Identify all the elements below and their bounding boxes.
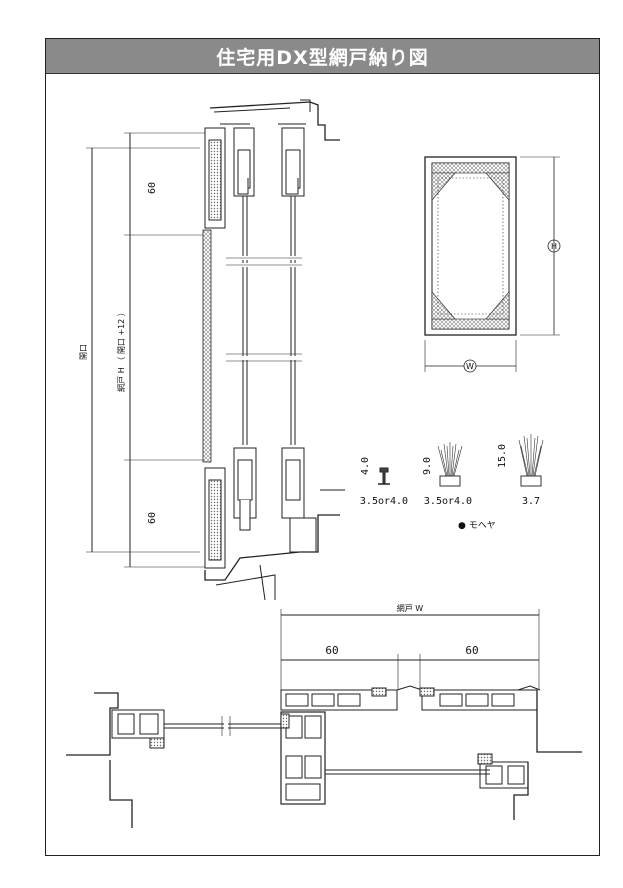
left-dimension: 60 [325, 644, 338, 657]
drawing-title: 住宅用DX型網戸納り図 [216, 46, 429, 69]
top-dimension: 60 [147, 182, 158, 194]
horizontal-section [66, 609, 582, 828]
mohair-small-icon [437, 442, 463, 487]
mohair-large-height: 15.0 [497, 444, 508, 468]
opening-label: 開口 [79, 344, 88, 360]
vertical-section [86, 99, 345, 601]
mohair-large-width: 3.7 [522, 496, 540, 507]
screen-elevation [424, 156, 561, 373]
right-dimension: 60 [465, 644, 478, 657]
height-symbol: H [551, 242, 557, 251]
screen-width-label: 網戸 W [397, 603, 424, 613]
mohair-large-icon [518, 434, 544, 487]
width-symbol: W [466, 362, 474, 371]
mohair-legend: ● モヘヤ [458, 521, 496, 531]
pin-height: 4.0 [360, 457, 371, 475]
mohair-small-height: 9.0 [422, 457, 433, 475]
screen-height-label: 網戸 H （ 開口 +12 ） [116, 308, 126, 392]
pin-width: 3.5or4.0 [360, 496, 408, 507]
bottom-dimension: 60 [147, 512, 158, 524]
pin-strip-icon [378, 467, 390, 485]
title-bar: 住宅用DX型網戸納り図 [46, 39, 599, 74]
mohair-small-width: 3.5or4.0 [424, 496, 472, 507]
